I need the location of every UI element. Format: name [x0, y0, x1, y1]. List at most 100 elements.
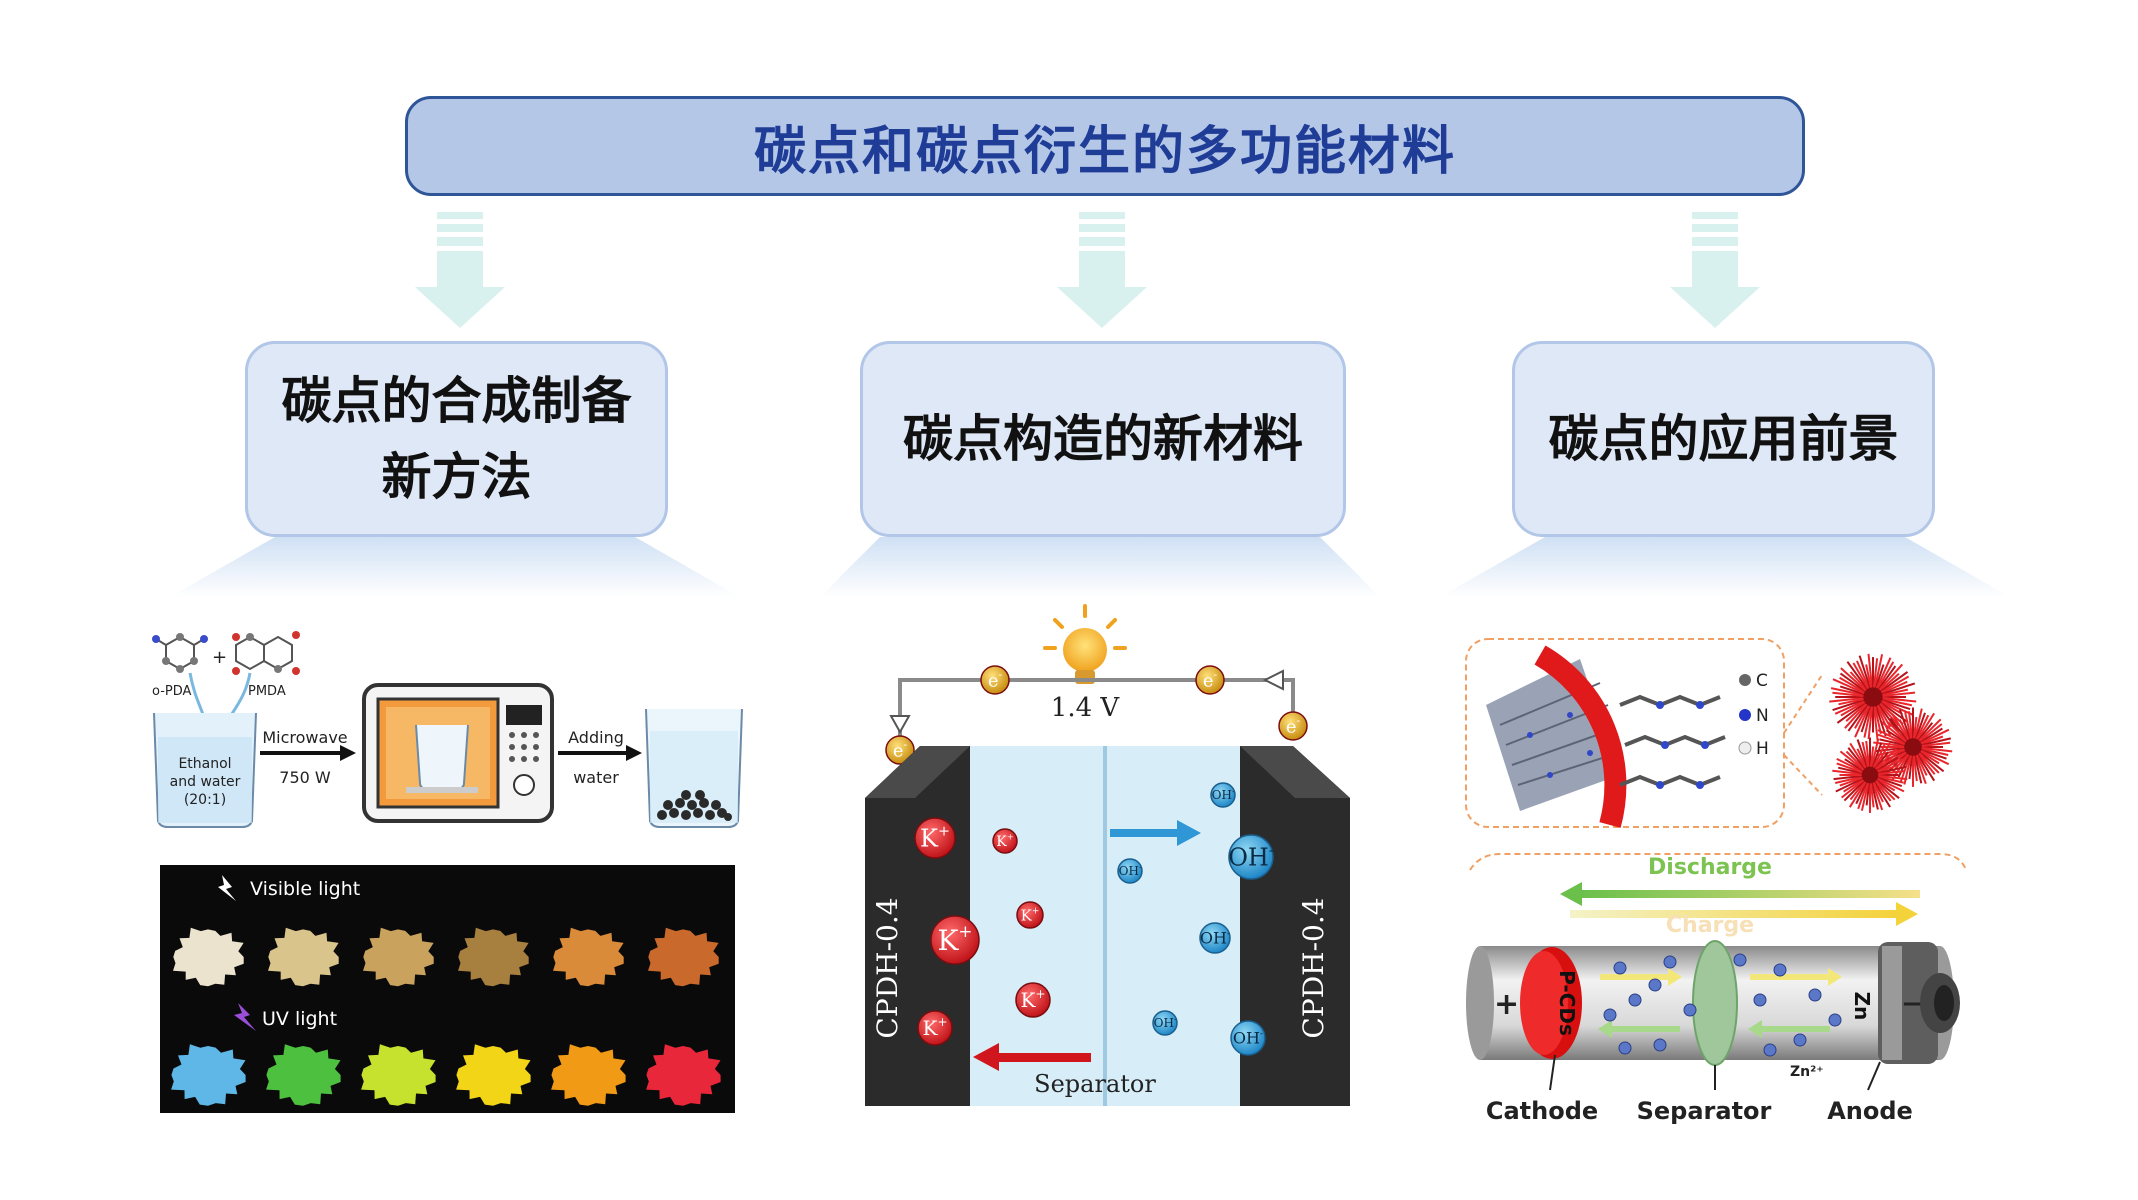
legend-n-dot-icon: [1739, 709, 1751, 721]
right-electrode: [1240, 746, 1350, 1106]
down-arrow-icon-middle: [1057, 212, 1147, 328]
left-electrode-label: CPDH-0.4: [871, 897, 904, 1038]
cation-1: K+: [914, 817, 956, 859]
charge-label: Charge: [1666, 913, 1754, 938]
uv-powder-1: [171, 1044, 246, 1106]
discharge-arrow-icon: [1560, 882, 1920, 906]
electron-1: e-: [980, 665, 1010, 695]
category-materials: 碳点构造的新材料: [860, 341, 1346, 537]
cation-2: K+: [992, 828, 1018, 854]
zinc-ion-label: Zn²⁺: [1790, 1064, 1824, 1080]
supercapacitor-cell: 1.4 V e-e-e-e- CPDH-0.4 CPDH-0.4 K+K+K+K…: [865, 604, 1350, 1106]
separator-label: Separator: [1637, 1097, 1772, 1125]
anion-1: OH-: [1210, 782, 1236, 808]
opda-molecule-icon: [152, 633, 208, 673]
wire-arrow-down-icon: [889, 715, 911, 735]
zinc-ion-13: [1733, 953, 1747, 967]
anode-label: Anode: [1827, 1097, 1913, 1125]
anion-5: OH-: [1152, 1010, 1178, 1036]
cation-3: K+: [1016, 901, 1044, 929]
precursor-b-label: PMDA: [248, 684, 286, 699]
step2-line1: Adding: [568, 728, 624, 747]
solvent-line3: (20:1): [184, 792, 226, 808]
svg-text:OH-: OH-: [1233, 1028, 1263, 1047]
category-applications: 碳点的应用前景: [1512, 341, 1935, 537]
legend-h-label: H: [1756, 739, 1769, 759]
cation-6: K+: [917, 1010, 953, 1046]
step2-arrow-icon: [626, 745, 642, 761]
down-arrow-icon-left: [415, 212, 505, 328]
electron-2: e-: [1195, 665, 1225, 695]
glow-wedge-right: [1440, 537, 2010, 597]
battery-inner-arrows: [1598, 968, 1842, 1038]
uv-powder-3: [361, 1044, 436, 1106]
visible-powder-3: [363, 927, 434, 987]
zinc-ion-14: [1653, 1038, 1667, 1052]
svg-text:OH-: OH-: [1154, 1015, 1177, 1030]
zinc-ion-5: [1603, 1008, 1617, 1022]
anion-4: OH-: [1199, 922, 1231, 954]
zinc-ion-11: [1828, 1013, 1842, 1027]
cathode-label: Cathode: [1486, 1097, 1598, 1125]
polymer-chains: [1619, 694, 1726, 788]
svg-text:K+: K+: [920, 824, 950, 853]
uv-powder-6: [646, 1044, 721, 1106]
lightning-icon-uv: [234, 1003, 256, 1031]
visible-powder-5: [553, 927, 624, 987]
cation-4: K+: [930, 915, 980, 965]
cd-structure-inset: C N H: [1465, 638, 1953, 828]
legend-h-dot-icon: [1738, 741, 1752, 755]
microwave-oven-icon: [362, 683, 554, 823]
step1-value: 750 W: [279, 768, 331, 787]
cation-flow-arrow-icon: [973, 1043, 1091, 1071]
zinc-ion-4: [1663, 955, 1677, 969]
svg-text:OH-: OH-: [1200, 928, 1230, 947]
visible-powder-2: [268, 927, 339, 987]
zinc-ion-15: [1618, 1041, 1632, 1055]
visible-powder-6: [648, 927, 719, 987]
down-arrow-icon-right: [1670, 212, 1760, 328]
powder-photo: Visible light UV light: [160, 865, 735, 1113]
legend-c-dot-icon: [1739, 674, 1751, 686]
cathode-terminal-plus: +: [1494, 987, 1519, 1022]
legend-n-label: N: [1756, 706, 1769, 726]
zinc-ion-8: [1773, 963, 1787, 977]
anion-2: OH-: [1117, 858, 1143, 884]
visible-powder-row: [173, 927, 719, 987]
zinc-ion-7: [1753, 993, 1767, 1007]
anion-3: OH-: [1228, 834, 1274, 880]
precursor-a-label: o-PDA: [152, 684, 192, 699]
title-banner: 碳点和碳点衍生的多功能材料: [405, 96, 1805, 196]
category-synthesis: 碳点的合成制备 新方法: [245, 341, 668, 537]
zinc-ion-1: [1613, 961, 1627, 975]
glow-wedge-middle: [820, 537, 1380, 597]
light-bulb-icon: [1043, 604, 1127, 684]
wire-arrow-left-icon: [1262, 669, 1284, 691]
legend-c-label: C: [1756, 671, 1768, 691]
synthesis-scheme: + o-PDA PMDA Ethanol and water (20:1) Mi…: [152, 631, 743, 828]
electron-3: e-: [885, 735, 915, 765]
svg-text:OH-: OH-: [1212, 787, 1235, 802]
category-materials-label: 碳点构造的新材料: [903, 410, 1303, 468]
uv-powder-4: [456, 1044, 531, 1106]
plus-sign: +: [212, 647, 227, 668]
battery-separator: [1692, 940, 1738, 1066]
step2-line2: water: [573, 768, 619, 787]
cell-separator-label: Separator: [1034, 1070, 1156, 1098]
right-electrode-label: CPDH-0.4: [1297, 897, 1330, 1038]
cathode-material-label: P-CDs: [1555, 970, 1579, 1036]
product-beaker-icon: [645, 708, 743, 828]
discharge-label: Discharge: [1648, 855, 1772, 880]
uv-light-label: UV light: [262, 1008, 337, 1030]
zinc-ion-10: [1808, 988, 1822, 1002]
svg-text:OH-: OH-: [1119, 863, 1142, 878]
step1-arrow-icon: [340, 745, 356, 761]
svg-text:K+: K+: [1020, 987, 1045, 1012]
zinc-ion-3: [1648, 978, 1662, 992]
anion-6: OH-: [1230, 1020, 1266, 1056]
svg-text:OH-: OH-: [1228, 843, 1274, 872]
uv-powder-2: [266, 1044, 341, 1106]
main-title: 碳点和碳点衍生的多功能材料: [753, 121, 1456, 182]
glow-wedge-left: [170, 537, 740, 597]
